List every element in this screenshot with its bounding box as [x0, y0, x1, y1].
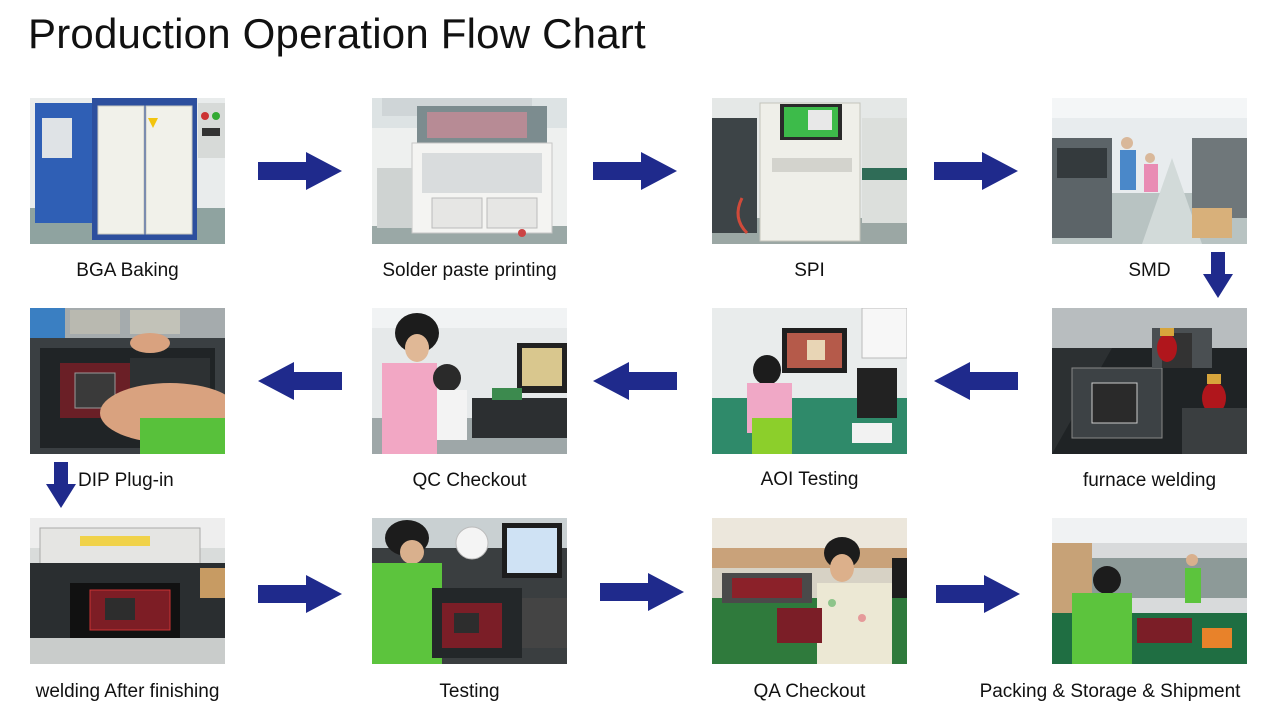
arrow-right-icon	[600, 573, 684, 611]
spi-photo	[712, 98, 907, 244]
step-7-label: QC Checkout	[412, 470, 527, 491]
bga-baking-photo	[30, 98, 225, 244]
page-title: Production Operation Flow Chart	[28, 10, 646, 57]
arrow-right-icon	[258, 152, 342, 190]
arrow-left-icon	[593, 362, 677, 400]
aoi-testing-photo	[712, 308, 907, 454]
arrow-down-icon	[46, 462, 76, 508]
step-8-label: DIP Plug-in	[78, 470, 174, 491]
step-6-label: AOI Testing	[760, 469, 859, 490]
step-12-label: Packing & Storage & Shipment	[979, 681, 1241, 702]
arrow-right-icon	[258, 575, 342, 613]
solder-paste-printing-photo	[372, 98, 567, 244]
step-4-label: SMD	[1128, 260, 1171, 281]
packing-storage-shipment-photo	[1052, 518, 1247, 664]
arrow-down-icon	[1203, 252, 1233, 298]
qa-checkout-photo	[712, 518, 907, 664]
step-1-label: BGA Baking	[76, 260, 179, 281]
qc-checkout-photo	[372, 308, 567, 454]
arrow-left-icon	[934, 362, 1018, 400]
arrow-right-icon	[934, 152, 1018, 190]
step-10-label: Testing	[439, 681, 500, 702]
dip-plug-in-photo	[30, 308, 225, 454]
step-11-label: QA Checkout	[753, 681, 866, 702]
arrow-right-icon	[936, 575, 1020, 613]
step-2-label: Solder paste printing	[382, 260, 557, 281]
smd-photo	[1052, 98, 1247, 244]
step-3-label: SPI	[794, 260, 825, 281]
step-5-label: furnace welding	[1082, 470, 1217, 491]
testing-photo	[372, 518, 567, 664]
step-9-label: welding After finishing	[35, 681, 220, 702]
arrow-left-icon	[258, 362, 342, 400]
furnace-welding-photo	[1052, 308, 1247, 454]
arrow-right-icon	[593, 152, 677, 190]
welding-after-finishing-photo	[30, 518, 225, 664]
